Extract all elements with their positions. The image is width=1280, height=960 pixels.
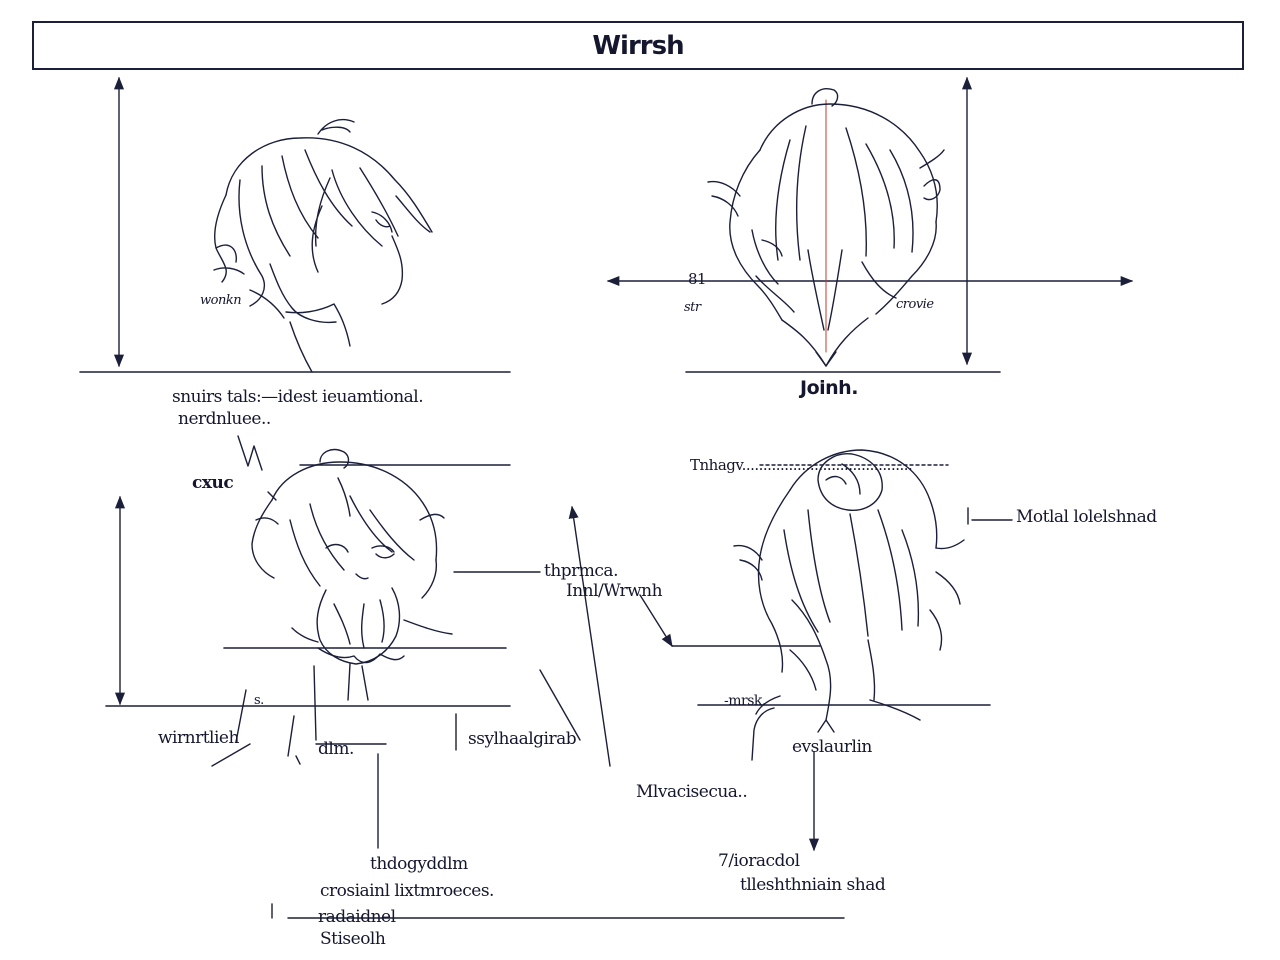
label-mark-s: s. — [254, 693, 264, 708]
label-back-top: Tnhagv..................................… — [690, 456, 913, 474]
left-base-pointer — [235, 689, 247, 743]
label-back-right: Motlal lolelshnad — [1016, 507, 1157, 527]
label-right-base: ssylhaalgirab — [468, 729, 577, 749]
label-cxc: cxuc — [192, 473, 234, 493]
label-back-bottom-1: 7/ioracdol — [718, 851, 800, 871]
label-back-bottom-2: tlleshthniain shad — [740, 875, 886, 895]
label-mid-line-2: Innl/Wrwnh — [566, 581, 663, 601]
label-mark-left-sub: str — [684, 300, 701, 315]
label-bottom-line-3: radaidnel — [318, 907, 396, 927]
label-mark-right: crovie — [896, 297, 934, 312]
label-center-note: Mlvacisecua.. — [636, 782, 748, 802]
head-sketch-front — [251, 448, 453, 701]
label-bottom-line-1: thdogyddlm — [370, 854, 468, 874]
head-sketch-back-closeup — [733, 449, 965, 761]
label-three-quarter-side: wonkn — [200, 293, 242, 308]
head-sketch-back — [707, 88, 945, 367]
sheet-title: Wirrsh — [592, 30, 684, 61]
label-left-base: wirnrtlieh — [158, 728, 239, 748]
head-sketch-three-quarter — [213, 118, 433, 373]
label-mark-left: 81 — [688, 270, 707, 288]
label-dot: dlm. — [318, 739, 354, 759]
mid-callout-arrow — [639, 594, 673, 648]
label-back-base: evslaurlin — [792, 737, 872, 757]
label-back-mark: -mrsk. — [724, 693, 766, 709]
label-mid-line-1: thprmca. — [544, 561, 618, 581]
title-banner: Wirrsh — [32, 21, 1244, 70]
center-star-pointer — [539, 669, 581, 741]
label-bottom-line-2: crosiainl lixtmroeces. — [320, 881, 494, 901]
label-bottom-line-4: Stiseolh — [320, 929, 386, 949]
label-back-view: Joinh. — [800, 377, 858, 399]
label-note-line-1: snuirs tals:—idest ieuamtional. — [172, 387, 424, 407]
label-note-line-2: nerdnluee.. — [178, 409, 271, 429]
zigzag-callout — [237, 435, 263, 471]
diagonal-callout-arrow — [568, 505, 611, 767]
